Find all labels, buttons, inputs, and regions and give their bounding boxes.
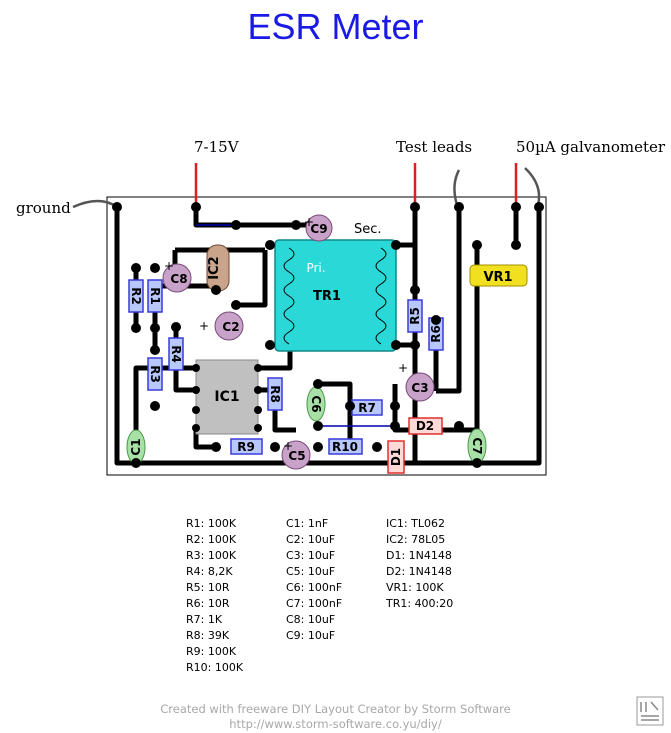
footer-link[interactable]: http://www.storm-software.co.yu/diy/ (229, 717, 442, 731)
bom-capacitors: C1: 1nF C2: 10uF C3: 10uF C5: 10uF C6: 1… (286, 516, 342, 644)
test-lead-track (436, 207, 462, 394)
bom-line: D1: 1N4148 (386, 549, 452, 562)
bom-line: R3: 100K (186, 549, 237, 562)
ic2: IC2 (206, 244, 230, 292)
d1-label: D1 (389, 448, 403, 466)
bom-line: IC1: TL062 (386, 517, 445, 530)
sec-label: Sec. (354, 222, 382, 237)
vr1: VR1 (469, 264, 528, 287)
meter-wire-grey (524, 167, 541, 206)
ground-label: ground (16, 199, 71, 217)
c7-label: C7 (470, 437, 484, 454)
bom-semiconductors: IC1: TL062 IC2: 78L05 D1: 1N4148 D2: 1N4… (386, 516, 453, 612)
bom-line: C9: 10uF (286, 629, 336, 642)
r1-label: R1 (148, 287, 162, 305)
r1-body (147, 279, 163, 313)
c3-label: C3 (411, 381, 428, 395)
c8-body (162, 263, 192, 293)
d1-body (387, 440, 405, 474)
r8-label: R8 (268, 385, 282, 403)
bom-line: C2: 10uF (286, 533, 336, 546)
r5-label: R5 (408, 307, 422, 325)
footer-credits: Created with freeware DIY Layout Creator… (0, 702, 671, 732)
bom-line: C5: 10uF (286, 565, 336, 578)
bom-line: R8: 39K (186, 629, 230, 642)
bom-line: C7: 100nF (286, 597, 343, 610)
c9-label: C9 (310, 222, 327, 236)
c5-body (281, 440, 311, 470)
tr1-body (274, 239, 397, 352)
d2-body (408, 417, 443, 435)
r3-body (147, 357, 163, 391)
c8-plus: + (164, 259, 174, 273)
r9-label: R9 (237, 440, 255, 454)
transformer-tr1: TR1 Pri. (274, 239, 397, 352)
bom-line: VR1: 100K (386, 581, 444, 594)
bom-line: R6: 10R (186, 597, 230, 610)
c5-plus: + (283, 439, 293, 453)
c2-body (214, 311, 244, 341)
c3-body (405, 372, 435, 402)
tr1-windings (283, 247, 387, 345)
test-lead-wire-grey (453, 169, 461, 206)
ic1: IC1 (195, 359, 259, 435)
bom-line: R10: 100K (186, 661, 244, 674)
bom-line: R2: 100K (186, 533, 237, 546)
test-leads-label: Test leads (396, 138, 473, 156)
d2-label: D2 (416, 419, 434, 433)
bom-line: IC2: 78L05 (386, 533, 446, 546)
r4-label: R4 (169, 345, 183, 363)
bom-line: R7: 1K (186, 613, 223, 626)
c2-label: C2 (222, 320, 239, 334)
bom-line: R9: 100K (186, 645, 237, 658)
c6-label: C6 (309, 395, 323, 412)
c9-body (305, 214, 333, 242)
diy-logo-icon (636, 696, 664, 726)
bom-line: C8: 10uF (286, 613, 336, 626)
ground-track (114, 205, 542, 466)
r4-body (168, 337, 184, 371)
bom-line: R1: 100K (186, 517, 237, 530)
galvanometer-label: 50µA galvanometer (516, 138, 666, 156)
tr1-label: TR1 (313, 289, 341, 304)
c2-track (236, 250, 268, 308)
bom-line: C3: 10uF (286, 549, 336, 562)
solder-pads (112, 202, 544, 468)
r10-label: R10 (332, 440, 358, 454)
bom-line: C6: 100nF (286, 581, 343, 594)
vr1-label: VR1 (483, 270, 512, 285)
c5-label: C5 (288, 449, 305, 463)
c1-label: C1 (129, 438, 143, 455)
ic1-label: IC1 (214, 389, 239, 405)
c3-plus: + (398, 361, 408, 375)
pri-label: Pri. (306, 261, 325, 275)
ic2-label: IC2 (207, 256, 222, 279)
supply-label: 7-15V (194, 138, 239, 156)
page-title: ESR Meter (247, 6, 424, 47)
c2-plus: + (199, 319, 209, 333)
vr1-body (469, 264, 528, 287)
r7-label: R7 (358, 401, 376, 415)
bom-line: R4: 8,2K (186, 565, 233, 578)
bom-line: R5: 10R (186, 581, 230, 594)
r2-body (128, 279, 144, 313)
bom-resistors: R1: 100K R2: 100K R3: 100K R4: 8,2K R5: … (186, 516, 243, 676)
r8-body (267, 377, 283, 411)
ic1-body (195, 359, 259, 435)
r3-label: R3 (148, 365, 162, 383)
r9-body (230, 438, 263, 455)
bom-line: TR1: 400:20 (386, 597, 454, 610)
r5-body (407, 299, 423, 333)
r10-body (328, 438, 363, 455)
footer-line: Created with freeware DIY Layout Creator… (160, 702, 511, 716)
bom-line: C1: 1nF (286, 517, 329, 530)
c9-plus: + (304, 215, 314, 229)
r2-label: R2 (129, 287, 143, 305)
bom-line: D2: 1N4148 (386, 565, 452, 578)
c8-label: C8 (170, 272, 187, 286)
r6-label: R6 (429, 325, 443, 343)
